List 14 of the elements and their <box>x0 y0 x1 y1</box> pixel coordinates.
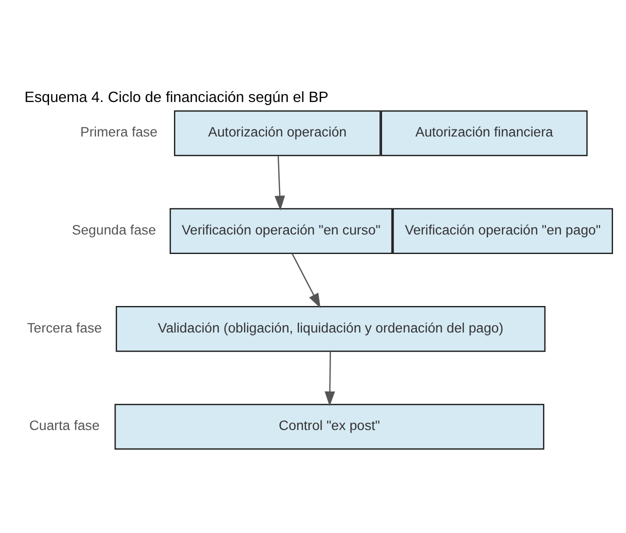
node-box: Autorización operación <box>174 110 381 156</box>
arrow <box>274 155 285 210</box>
node-box: Autorización financiera <box>380 110 588 156</box>
node-box: Control "ex post" <box>114 403 544 450</box>
arrow <box>292 252 321 308</box>
node-box: Verificación operación "en pago" <box>392 208 613 254</box>
label: Primera fase <box>80 124 158 140</box>
node-box: Validación (obligación, liquidación y ordenación del pago) <box>116 306 546 352</box>
arrow <box>324 350 336 406</box>
label: Cuarta fase <box>29 418 100 433</box>
label: Tercera fase <box>26 320 102 335</box>
diagram-title: Esquema 4. Ciclo de financiación según el BP <box>24 89 328 106</box>
node-box: Verificación operación "en curso" <box>170 208 393 254</box>
label: Segunda fase <box>72 222 156 238</box>
